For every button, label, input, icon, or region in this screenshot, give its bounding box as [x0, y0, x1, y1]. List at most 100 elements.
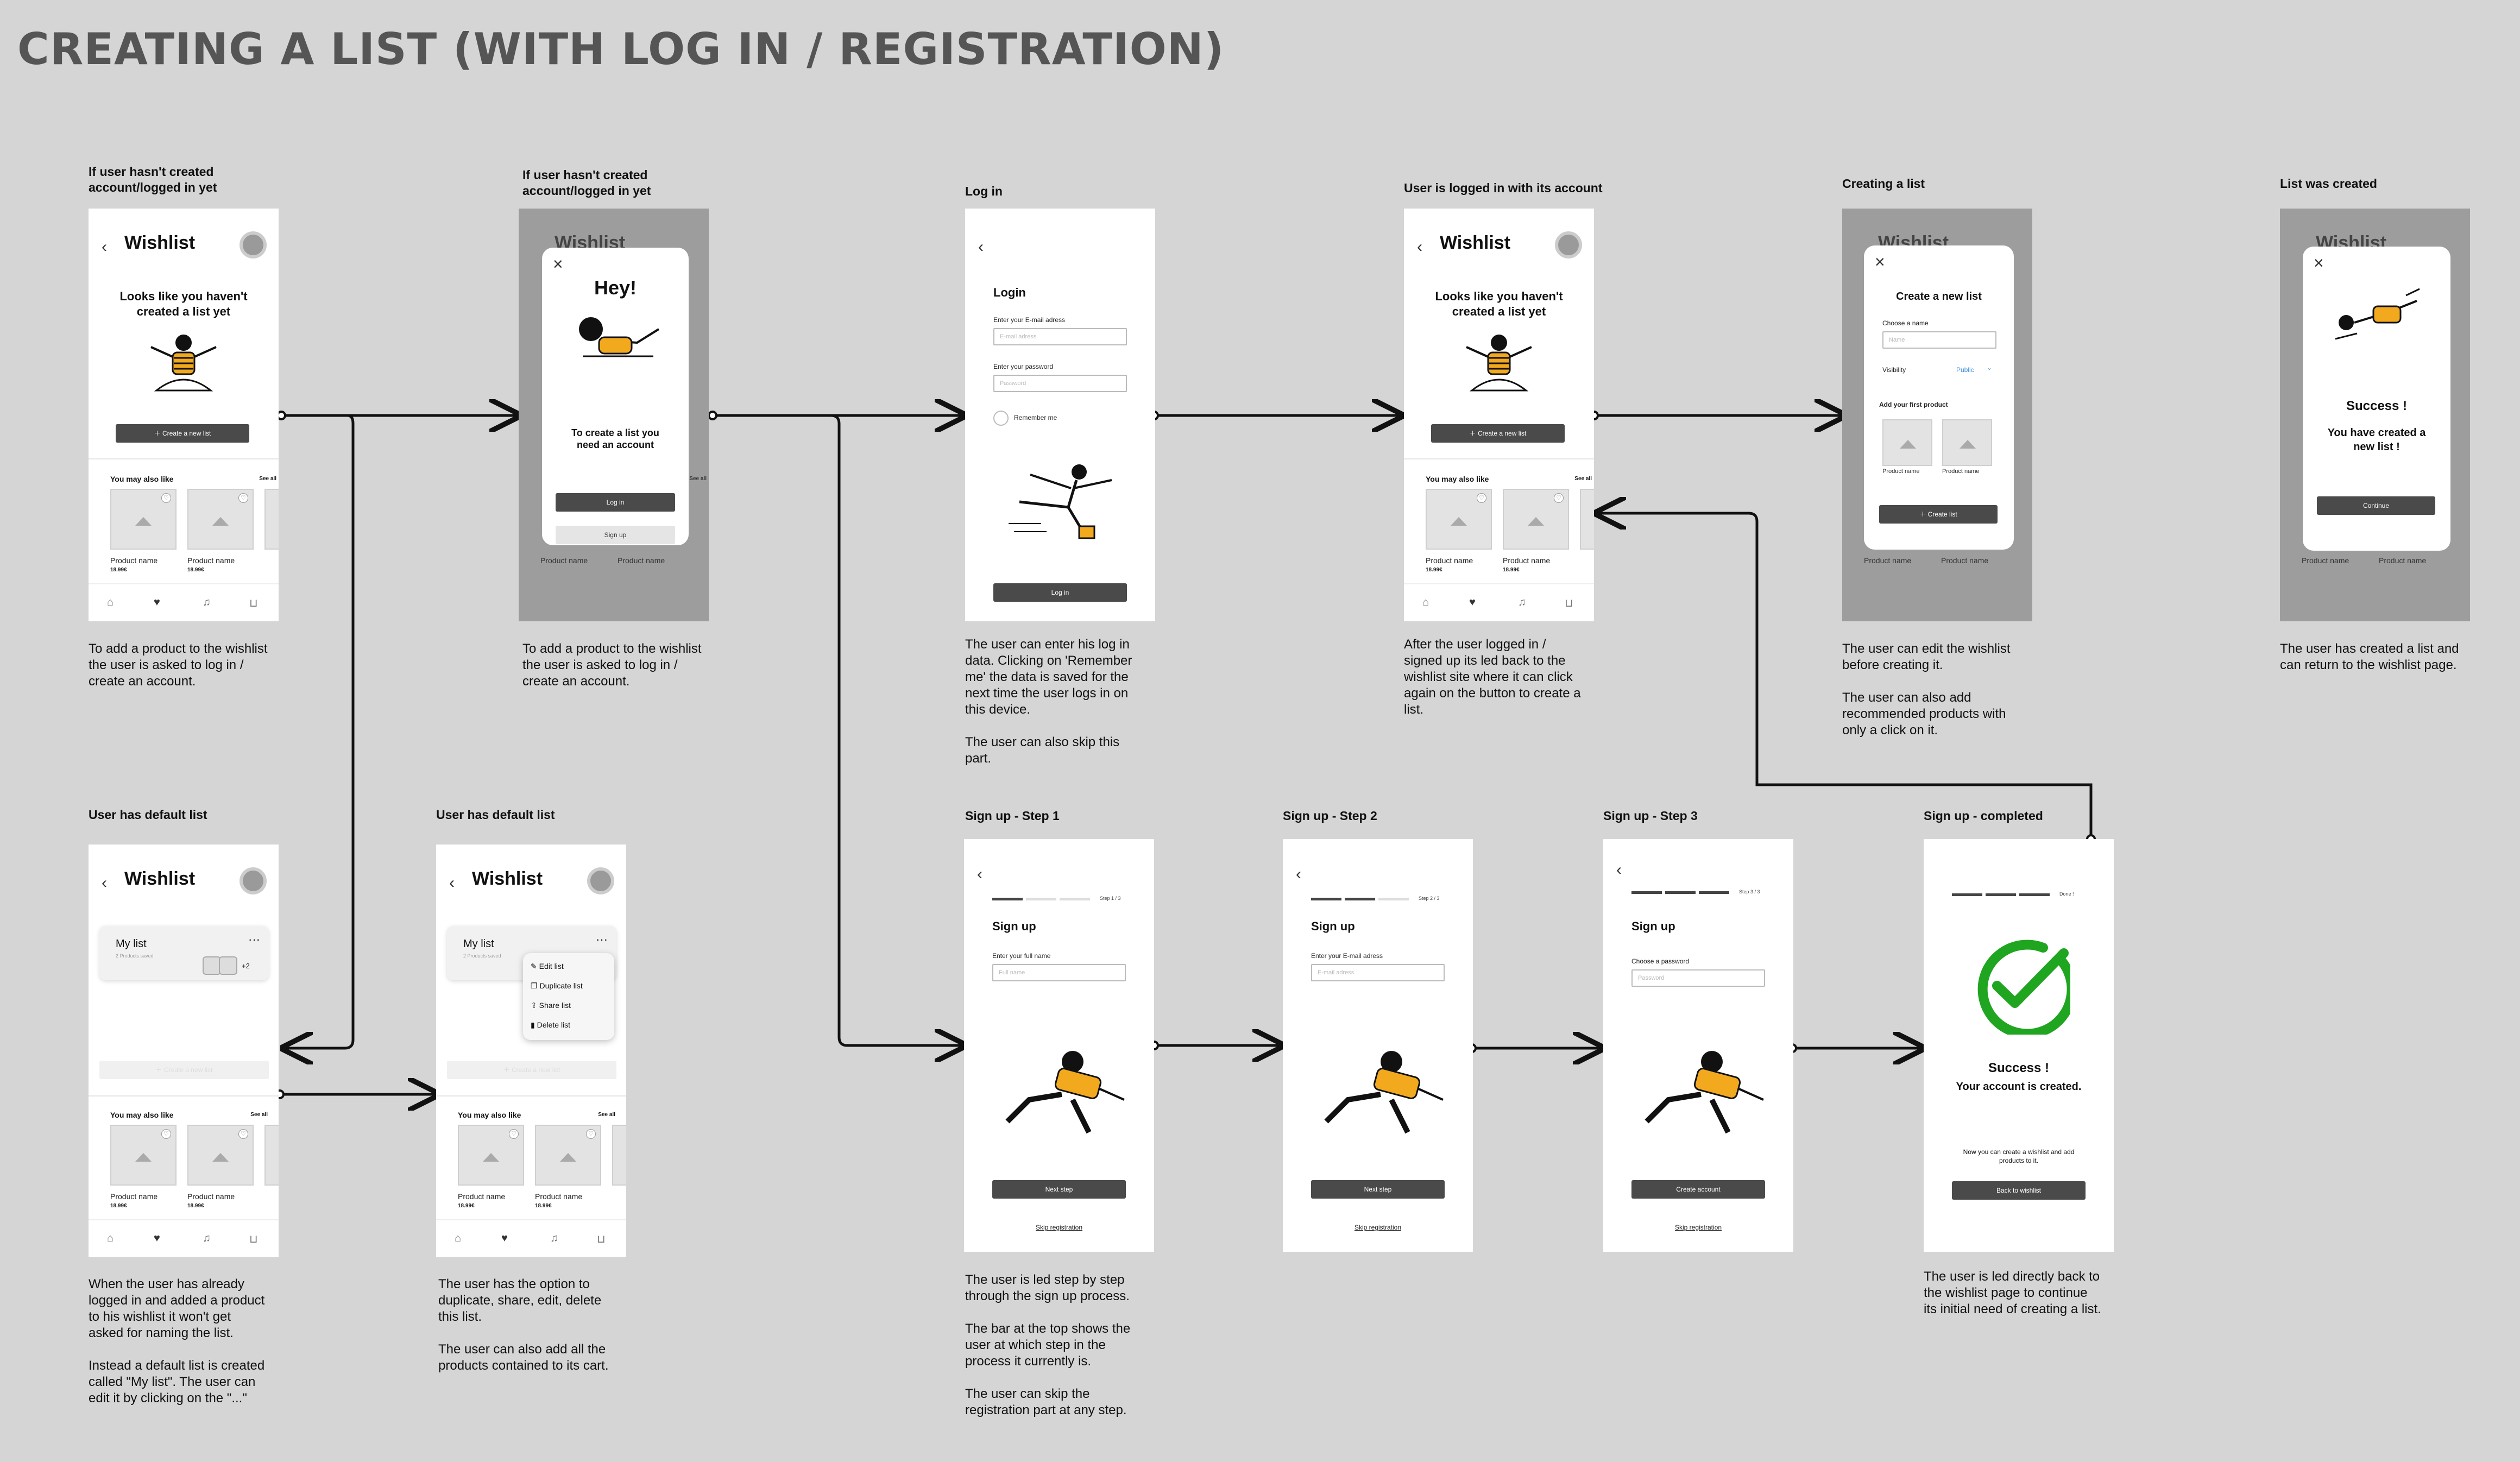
- create-list-button-disabled[interactable]: ＋ Create a new list: [99, 1061, 269, 1079]
- product-card[interactable]: [612, 1125, 626, 1186]
- home-icon[interactable]: ⌂: [107, 1232, 114, 1244]
- heart-icon[interactable]: ♡: [1477, 493, 1486, 503]
- signup-button[interactable]: Sign up: [556, 526, 675, 544]
- back-icon[interactable]: ‹: [102, 874, 107, 892]
- cart-icon[interactable]: ⊔: [249, 1233, 258, 1245]
- back-icon[interactable]: ‹: [449, 874, 455, 892]
- product-card[interactable]: [1580, 489, 1594, 550]
- visibility-select[interactable]: Public: [1956, 366, 1974, 374]
- remember-checkbox[interactable]: [993, 411, 1009, 426]
- bell-icon[interactable]: ♫: [1518, 596, 1526, 608]
- back-icon[interactable]: ‹: [1616, 861, 1622, 879]
- product-card[interactable]: ♡: [187, 1125, 254, 1186]
- bell-icon[interactable]: ♫: [550, 1232, 558, 1244]
- menu-item-edit[interactable]: ✎ Edit list: [531, 962, 564, 971]
- cart-icon[interactable]: ⊔: [597, 1233, 606, 1245]
- see-all-link[interactable]: See all: [1574, 476, 1592, 482]
- create-list-button[interactable]: ＋ Create a new list: [1431, 424, 1565, 443]
- password-field[interactable]: Password: [1631, 969, 1765, 987]
- heart-icon[interactable]: ♡: [1554, 493, 1564, 503]
- product-card[interactable]: ♡: [110, 489, 177, 550]
- list-card[interactable]: My list 2 Products saved ··· +2: [99, 926, 269, 980]
- heart-icon[interactable]: ♥: [1469, 596, 1476, 608]
- more-icon[interactable]: ···: [596, 932, 608, 946]
- product-price: 18.99€: [110, 1203, 127, 1209]
- bell-icon[interactable]: ♫: [203, 1232, 211, 1244]
- product-name: Product name: [187, 1192, 235, 1201]
- create-list-submit-button[interactable]: ＋ Create list: [1879, 505, 1998, 524]
- product-card[interactable]: ♡: [1426, 489, 1492, 550]
- name-field[interactable]: Full name: [992, 964, 1126, 981]
- menu-item-delete[interactable]: ▮ Delete list: [531, 1020, 571, 1029]
- login-button[interactable]: Log in: [556, 493, 675, 512]
- heart-icon[interactable]: ♡: [238, 1129, 248, 1139]
- close-icon[interactable]: ×: [553, 254, 563, 274]
- skip-registration-link[interactable]: Skip registration: [1035, 1224, 1083, 1231]
- home-icon[interactable]: ⌂: [455, 1232, 462, 1244]
- avatar[interactable]: [240, 867, 267, 894]
- product-card[interactable]: ♡: [1503, 489, 1569, 550]
- heart-icon[interactable]: ♡: [161, 493, 171, 503]
- heart-icon[interactable]: ♡: [509, 1129, 519, 1139]
- menu-item-duplicate[interactable]: ❐ Duplicate list: [531, 981, 583, 990]
- bell-icon[interactable]: ♫: [203, 596, 211, 608]
- product-card[interactable]: [264, 1125, 279, 1186]
- image-placeholder-icon: [560, 1150, 576, 1162]
- product-card[interactable]: ♡: [110, 1125, 177, 1186]
- close-icon[interactable]: ×: [1875, 252, 1885, 272]
- product-card[interactable]: [1882, 419, 1932, 466]
- heart-icon[interactable]: ♡: [586, 1129, 596, 1139]
- heart-icon[interactable]: ♥: [154, 596, 160, 608]
- account-created-text: Your account is created.: [1956, 1081, 2082, 1093]
- heart-icon[interactable]: ♡: [238, 493, 248, 503]
- next-step-button[interactable]: Next step: [1311, 1180, 1445, 1199]
- create-list-button-disabled[interactable]: ＋ Create a new list: [447, 1061, 616, 1079]
- avatar[interactable]: [1555, 231, 1582, 259]
- product-name: Product name: [540, 556, 588, 565]
- name-field[interactable]: Name: [1882, 331, 1996, 349]
- product-card[interactable]: [1942, 419, 1992, 466]
- avatar[interactable]: [240, 231, 267, 259]
- see-all-link[interactable]: See all: [250, 1112, 268, 1118]
- label-s3: Log in: [965, 184, 1003, 198]
- back-to-wishlist-button[interactable]: Back to wishlist: [1952, 1181, 2086, 1200]
- back-icon[interactable]: ‹: [1417, 238, 1422, 256]
- heart-icon[interactable]: ♥: [501, 1232, 508, 1244]
- continue-button[interactable]: Continue: [2317, 496, 2435, 515]
- close-icon[interactable]: ×: [2314, 253, 2324, 273]
- screen-signup-completed: Done ! Success ! Your account is created…: [1924, 839, 2114, 1252]
- see-all-link[interactable]: See all: [259, 476, 276, 482]
- back-icon[interactable]: ‹: [102, 238, 107, 256]
- avatar[interactable]: [587, 867, 614, 894]
- email-field[interactable]: E-mail adress: [993, 328, 1127, 345]
- create-list-button[interactable]: ＋ Create a new list: [116, 424, 249, 443]
- home-icon[interactable]: ⌂: [1422, 596, 1429, 608]
- skip-registration-link[interactable]: Skip registration: [1674, 1224, 1722, 1231]
- more-icon[interactable]: ···: [248, 932, 260, 946]
- create-account-button[interactable]: Create account: [1631, 1180, 1765, 1199]
- heart-icon[interactable]: ♡: [161, 1129, 171, 1139]
- product-card[interactable]: ♡: [535, 1125, 601, 1186]
- home-icon[interactable]: ⌂: [107, 596, 114, 608]
- see-all-link[interactable]: See all: [689, 476, 707, 482]
- email-field[interactable]: E-mail adress: [1311, 964, 1445, 981]
- back-icon[interactable]: ‹: [1296, 865, 1301, 883]
- product-card[interactable]: [264, 489, 279, 550]
- skip-registration-link[interactable]: Skip registration: [1354, 1224, 1402, 1231]
- product-card[interactable]: ♡: [187, 489, 254, 550]
- back-icon[interactable]: ‹: [978, 238, 984, 256]
- cart-icon[interactable]: ⊔: [249, 597, 258, 609]
- next-step-button[interactable]: Next step: [992, 1180, 1126, 1199]
- product-card[interactable]: ♡: [458, 1125, 524, 1186]
- password-field[interactable]: Password: [993, 375, 1127, 392]
- image-placeholder-icon: [1451, 514, 1467, 526]
- cart-icon[interactable]: ⊔: [1565, 597, 1573, 609]
- see-all-link[interactable]: See all: [598, 1112, 615, 1118]
- menu-item-share[interactable]: ⇪ Share list: [531, 1001, 571, 1010]
- login-submit-button[interactable]: Log in: [993, 583, 1127, 602]
- success-text: You have created a new list !: [2327, 427, 2426, 453]
- heart-icon[interactable]: ♥: [154, 1232, 160, 1244]
- chevron-down-icon[interactable]: ⌄: [1987, 364, 1993, 371]
- back-icon[interactable]: ‹: [977, 865, 982, 883]
- product-price: 18.99€: [1426, 567, 1442, 573]
